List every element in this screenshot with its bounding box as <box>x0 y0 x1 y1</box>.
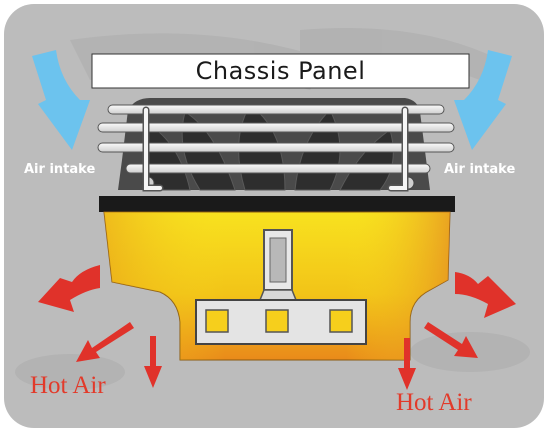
socket-slot-left <box>205 309 229 333</box>
air-intake-arrow-right <box>454 50 512 150</box>
chassis-panel-box <box>91 53 470 89</box>
air-intake-arrow-left <box>32 50 90 150</box>
retention-clip <box>258 229 298 301</box>
hot-air-label-left: Hot Air <box>30 372 106 399</box>
socket-slot-center <box>265 309 289 333</box>
air-intake-label-right: Air intake <box>444 162 516 177</box>
socket-slot-right <box>329 309 353 333</box>
chassis-panel-label: Chassis Panel <box>195 57 366 85</box>
air-intake-label-left: Air intake <box>24 162 96 177</box>
cpu-socket <box>195 299 367 345</box>
base-plate <box>99 196 455 212</box>
hot-air-arrows-left <box>38 265 162 388</box>
fan-guard <box>97 104 455 174</box>
hot-air-label-right: Hot Air <box>396 389 472 416</box>
hot-air-arrows-right <box>398 272 516 390</box>
